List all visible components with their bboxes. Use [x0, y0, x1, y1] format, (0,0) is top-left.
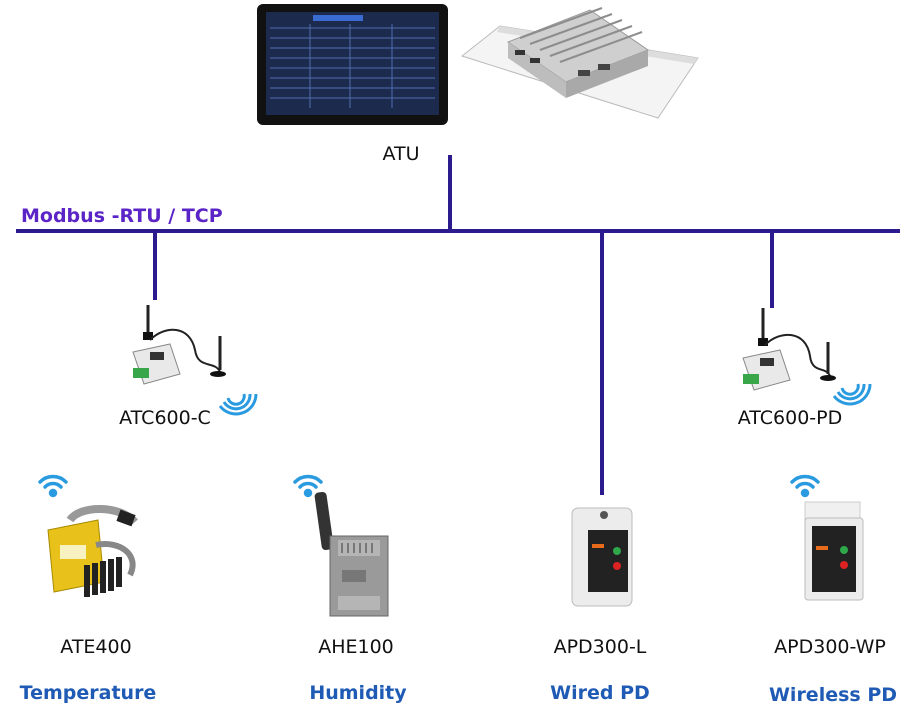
atu-label: ATU	[382, 143, 419, 165]
temperature-category: Temperature	[20, 682, 157, 704]
ate400-temperature-sensor-icon	[47, 505, 138, 597]
atc600-c-label: ATC600-C	[119, 407, 211, 429]
apd300-wp-label: APD300-WP	[774, 636, 886, 658]
ahe100-wifi-icon	[293, 474, 323, 498]
modbus-bus-label: Modbus -RTU / TCP	[21, 205, 223, 227]
ate400-label: ATE400	[60, 636, 131, 658]
wireless-pd-category: Wireless PD	[769, 684, 897, 706]
wired-pd-category: Wired PD	[550, 682, 650, 704]
ate400-wifi-icon	[38, 474, 68, 498]
atc600-pd-gateway-icon	[742, 308, 872, 406]
ahe100-label: AHE100	[318, 636, 394, 658]
atu-industrial-pc-icon	[460, 7, 699, 119]
ahe100-humidity-sensor-icon	[314, 491, 389, 617]
apd300-wp-wifi-icon	[790, 474, 820, 498]
atu-touchscreen-icon	[257, 4, 448, 125]
apd300-l-wired-pd-sensor-icon	[571, 507, 633, 607]
atc600-pd-label: ATC600-PD	[738, 407, 843, 429]
apd300-wp-wireless-pd-sensor-icon	[804, 501, 864, 601]
bus-lines	[16, 155, 900, 495]
humidity-category: Humidity	[309, 682, 407, 704]
atc600-c-gateway-icon	[132, 305, 258, 416]
apd300-l-label: APD300-L	[554, 636, 647, 658]
